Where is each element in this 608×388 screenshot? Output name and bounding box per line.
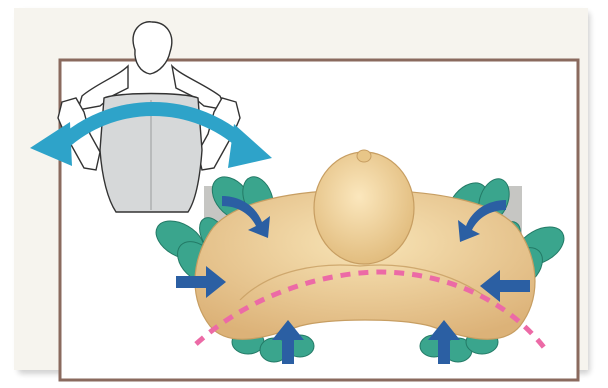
figure-frame xyxy=(0,0,608,388)
illustration-canvas xyxy=(0,0,608,388)
